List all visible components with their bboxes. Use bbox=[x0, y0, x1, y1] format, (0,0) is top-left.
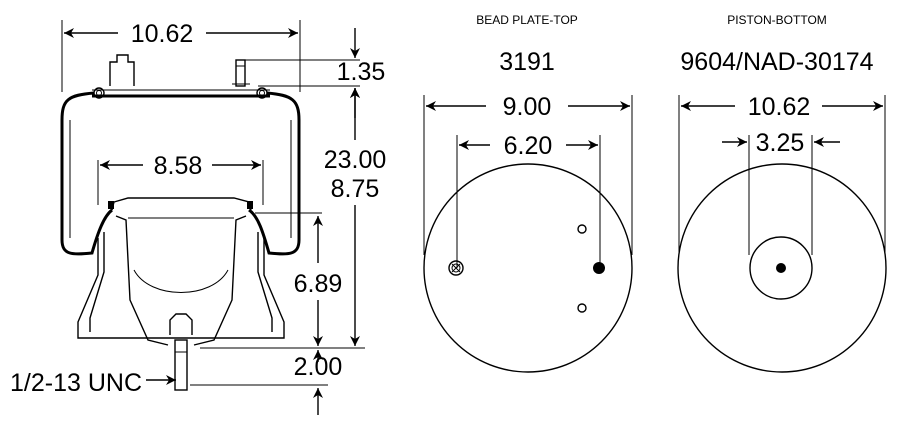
piston-center-ring bbox=[749, 236, 813, 300]
stud-hole-bottom bbox=[577, 303, 587, 313]
center-diameter-label: 3.25 bbox=[756, 129, 805, 157]
piston-bottom-view: PISTON-BOTTOM 9604/NAD-30174 10.62 3.25 bbox=[677, 13, 887, 373]
thread-label: 1/2-13 UNC bbox=[10, 369, 142, 397]
bead-plate-heading: BEAD PLATE-TOP bbox=[476, 13, 578, 27]
piston-heading: PISTON-BOTTOM bbox=[727, 13, 827, 27]
piston-height-label: 6.89 bbox=[294, 270, 343, 298]
side-view: 10.62 1.35 23.00 8.75 8.58 6.89 2.00 1/2… bbox=[10, 20, 386, 415]
bead-plate-diameter-label: 9.00 bbox=[503, 93, 552, 121]
stud-hole-solid bbox=[593, 262, 605, 274]
piston-body bbox=[77, 238, 285, 339]
stud-height-label: 1.35 bbox=[337, 58, 386, 86]
bellow-outline bbox=[60, 91, 113, 256]
top-studs bbox=[109, 54, 250, 87]
top-width-label: 10.62 bbox=[131, 20, 194, 48]
piston-part-number: 9604/NAD-30174 bbox=[680, 48, 873, 76]
max-height-label: 23.00 bbox=[324, 146, 387, 174]
piston-center-hole bbox=[776, 263, 786, 273]
bead-plate-view: BEAD PLATE-TOP 3191 9.00 6.20 bbox=[423, 13, 633, 373]
stud-spacing-label: 6.20 bbox=[504, 132, 553, 160]
stud-hole-top bbox=[577, 224, 587, 234]
bead-plate-circle bbox=[423, 163, 633, 373]
piston-diameter-label: 10.62 bbox=[748, 93, 811, 121]
bead-plate-part-number: 3191 bbox=[499, 48, 555, 76]
inner-width-label: 8.58 bbox=[154, 152, 203, 180]
piston-circle bbox=[677, 163, 887, 373]
min-height-label: 8.75 bbox=[331, 175, 380, 203]
bottom-offset-label: 2.00 bbox=[294, 353, 343, 381]
air-fitting-hole bbox=[448, 260, 464, 276]
